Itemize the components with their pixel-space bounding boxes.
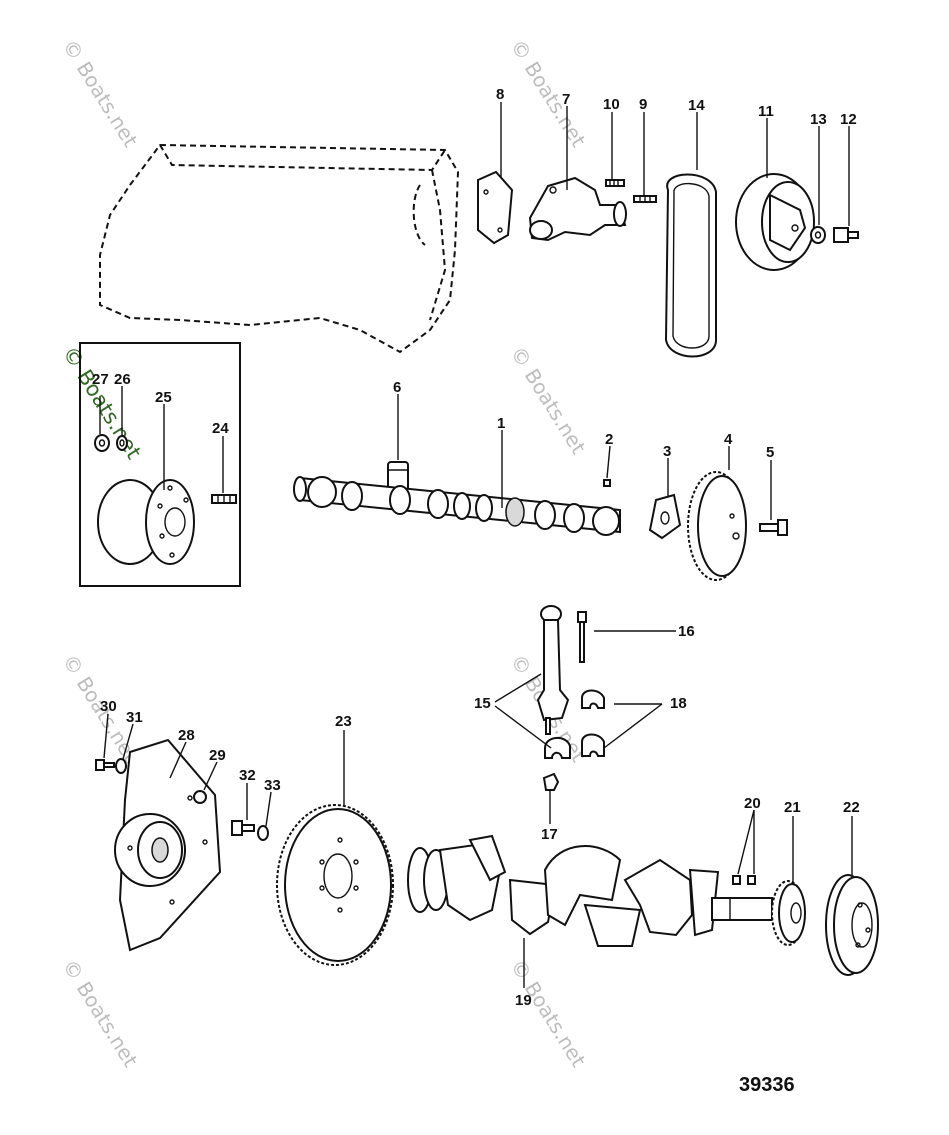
key-part [603, 479, 611, 487]
washer-33-part [257, 825, 269, 841]
washer-26-part [116, 435, 128, 451]
part-number-label: 18 [670, 695, 687, 712]
watermark-6: © Boats.net [58, 955, 143, 1071]
stud-24-part [211, 494, 237, 504]
screw-10-part [605, 179, 625, 187]
bolt-12-part [833, 227, 859, 243]
damper-pulley-part [825, 874, 879, 976]
gasket-part [477, 170, 514, 245]
part-number-label: 29 [209, 747, 226, 764]
part-number-label: 2 [605, 431, 613, 448]
water-pump-part [528, 176, 627, 242]
part-number-label: 32 [239, 767, 256, 784]
washer-13-part [810, 226, 826, 244]
part-number-label: 30 [100, 698, 117, 715]
connecting-rod-part [536, 605, 570, 735]
crank-gear-part [771, 880, 806, 946]
part-number-labels: 1 2 3 4 5 6 7 8 9 10 11 12 13 14 15 16 1… [92, 86, 860, 1009]
leader-lines [99, 102, 853, 988]
part-number-label: 1 [497, 415, 505, 432]
rod-bearing-15-part [544, 737, 571, 759]
part-number-label: 4 [724, 431, 733, 448]
part-number-label: 31 [126, 709, 143, 726]
camshaft-part [293, 476, 621, 536]
part-number-label: 27 [92, 371, 109, 388]
rod-bolt-part [577, 611, 587, 663]
part-number-label: 8 [496, 86, 504, 103]
bolt-5-part [759, 519, 788, 536]
rod-bearing-18-upper-part [581, 689, 605, 709]
part-number-label: 11 [758, 103, 774, 120]
key-20-part [732, 875, 756, 885]
hub-25-part [97, 479, 195, 565]
part-number-label: 17 [541, 826, 558, 843]
flywheel-part [276, 804, 394, 966]
part-number-label: 15 [474, 695, 491, 712]
part-number-label: 23 [335, 713, 352, 730]
nut-27-part [94, 434, 110, 452]
watermark-2: © Boats.net [506, 35, 591, 151]
watermark-7: © Boats.net [506, 955, 591, 1071]
part-number-label: 5 [766, 444, 774, 461]
engine-block-outline [99, 143, 460, 354]
pulley-part [735, 173, 815, 271]
watermark-3: © Boats.net [506, 342, 591, 458]
rod-bearing-18-lower-part [581, 733, 605, 757]
part-number-label: 13 [810, 111, 827, 128]
thrust-plate-part [648, 493, 682, 540]
part-number-label: 22 [843, 799, 860, 816]
camshaft-gear-part [687, 471, 747, 581]
diagram-number: 39336 [739, 1074, 795, 1096]
washer-31-part [115, 758, 127, 774]
rod-nut-part [542, 772, 560, 791]
part-number-label: 21 [784, 799, 801, 816]
watermark-1: © Boats.net [58, 35, 143, 151]
part-number-label: 9 [639, 96, 647, 113]
part-number-label: 16 [678, 623, 695, 640]
part-number-label: 10 [603, 96, 620, 113]
bushing-part [387, 461, 409, 493]
plug-29-part [193, 790, 207, 804]
part-number-label: 24 [212, 420, 229, 437]
screw-9-part [633, 195, 657, 203]
part-number-label: 7 [562, 91, 570, 108]
inset-frame [79, 342, 241, 587]
part-number-label: 12 [840, 111, 857, 128]
bolt-32-part [231, 820, 255, 836]
drive-belt-part [664, 173, 717, 358]
part-number-label: 28 [178, 727, 195, 744]
crankshaft-part [407, 834, 773, 947]
part-number-label: 6 [393, 379, 401, 396]
coupler-28-part [114, 738, 222, 952]
bolt-30-part [95, 759, 115, 771]
part-number-label: 19 [515, 992, 532, 1009]
part-number-label: 33 [264, 777, 281, 794]
part-number-label: 3 [663, 443, 671, 460]
part-number-label: 14 [688, 97, 705, 114]
part-number-label: 26 [114, 371, 131, 388]
part-number-label: 20 [744, 795, 761, 812]
part-number-label: 25 [155, 389, 172, 406]
